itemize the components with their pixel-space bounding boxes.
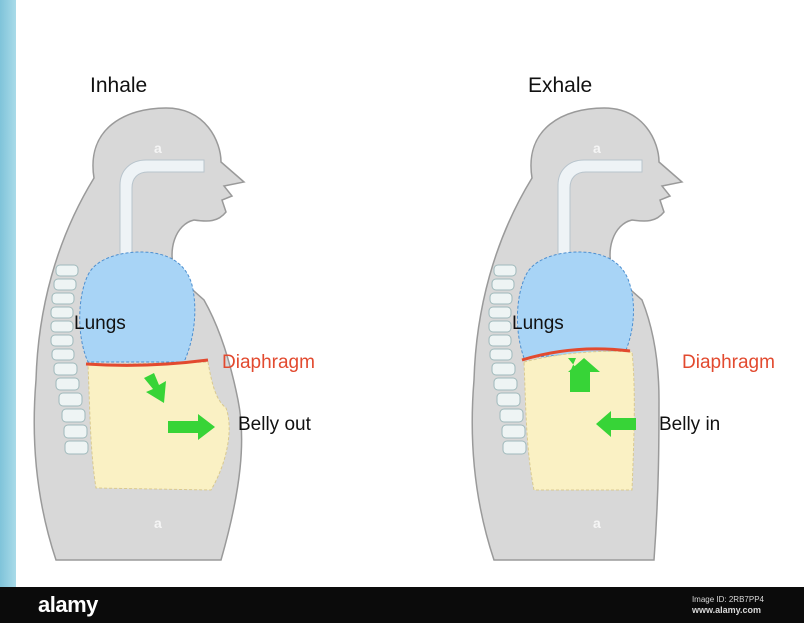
watermark-mark: a: [154, 140, 162, 156]
watermark-mark: a: [593, 515, 601, 531]
breathing-diagram: Inhale Lungs Diap: [16, 0, 804, 587]
brand-logo: alamy: [38, 592, 98, 618]
lungs: [517, 252, 633, 358]
image-id-text: Image ID: 2RB7PP4: [692, 594, 764, 605]
inhale-diaphragm-label: Diaphragm: [222, 352, 315, 374]
footer-bar: alamy Image ID: 2RB7PP4 www.alamy.com: [0, 587, 804, 623]
exhale-diaphragm-label: Diaphragm: [682, 352, 775, 374]
lungs: [80, 252, 195, 362]
watermark-mark: a: [593, 140, 601, 156]
inhale-figure: [16, 0, 416, 587]
watermark-mark: a: [154, 515, 162, 531]
exhale-belly-label: Belly in: [659, 414, 720, 436]
site-url: www.alamy.com: [692, 605, 764, 616]
image-id-block: Image ID: 2RB7PP4 www.alamy.com: [692, 594, 764, 616]
exhale-figure: [454, 0, 804, 587]
inhale-lungs-label: Lungs: [74, 313, 126, 335]
inhale-belly-label: Belly out: [238, 414, 311, 436]
exhale-lungs-label: Lungs: [512, 313, 564, 335]
left-edge-strip: [0, 0, 16, 623]
